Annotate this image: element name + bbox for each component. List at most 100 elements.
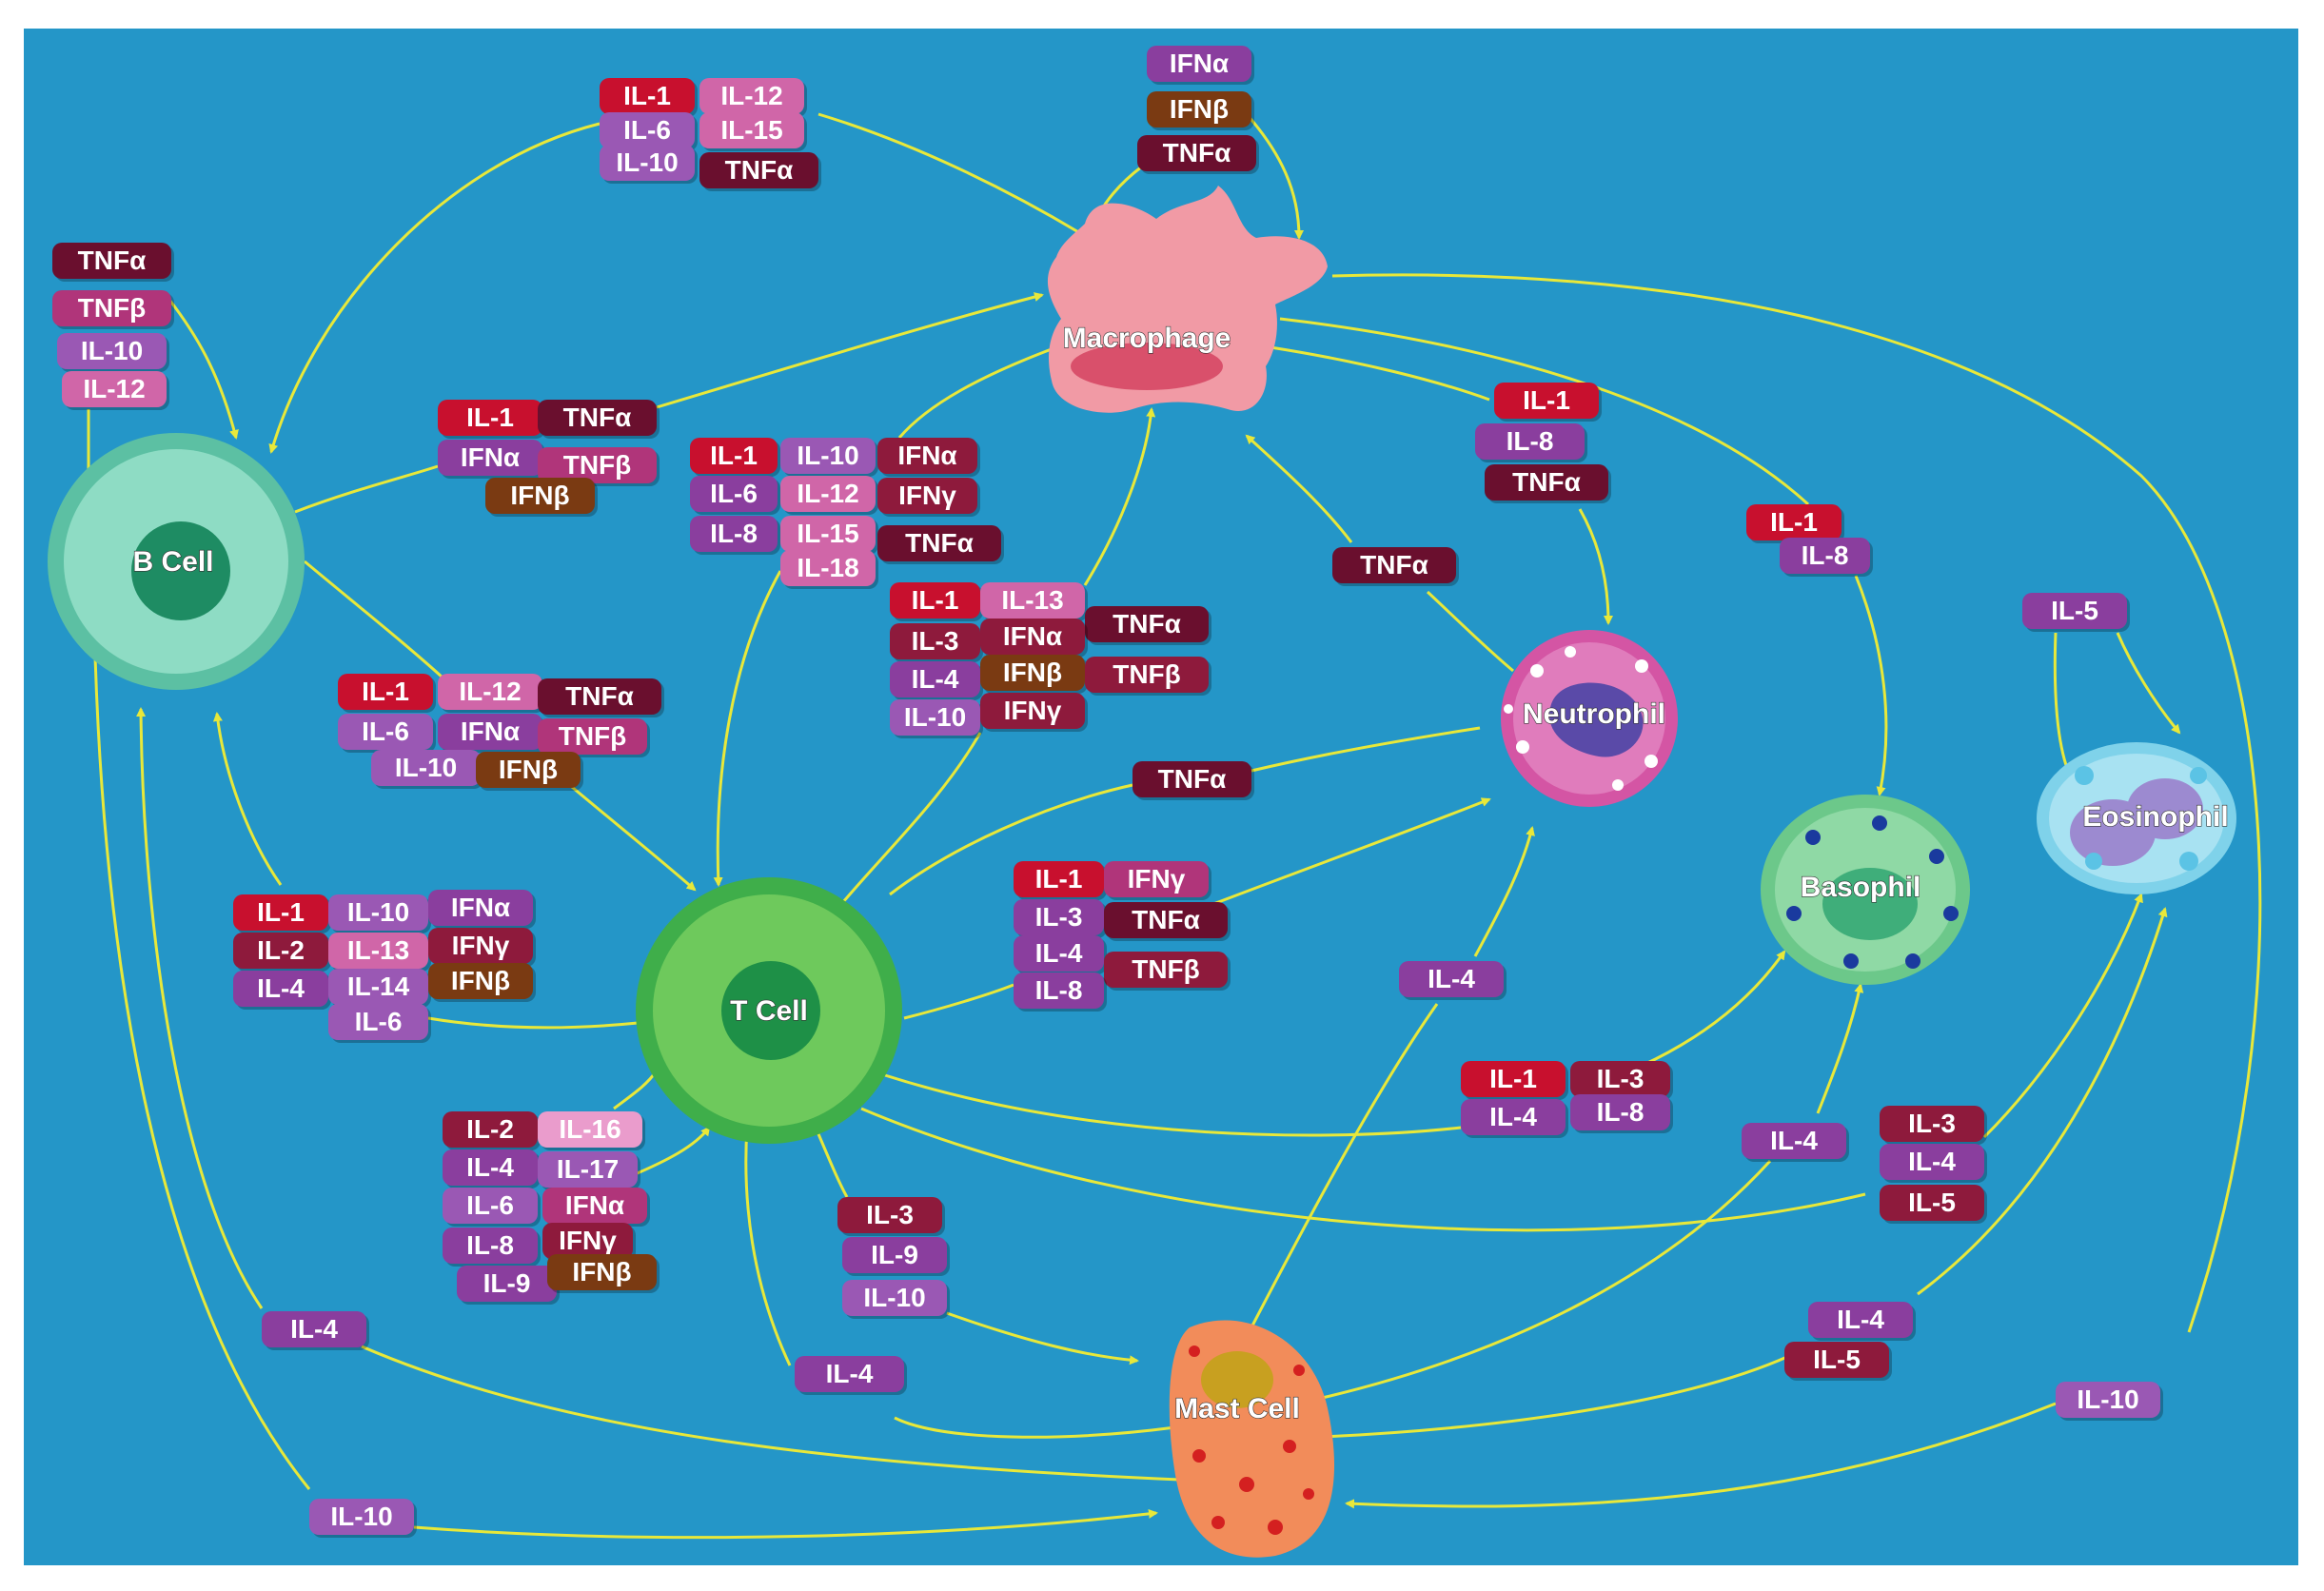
cytokine-chip: IL-10: [309, 1499, 417, 1538]
arrow: [413, 1508, 1158, 1540]
cytokine-label: IL-4: [826, 1359, 874, 1388]
arrow: [889, 783, 1133, 896]
arrow: [903, 983, 1014, 1020]
cytokine-label: IFNα: [565, 1190, 624, 1220]
cytokine-chip: IL-10: [2056, 1382, 2163, 1421]
arrow: [836, 732, 982, 910]
cytokine-label: IL-12: [83, 374, 145, 403]
b-cell-label: B Cell: [132, 546, 213, 578]
cytokine-group-g12: TNFα: [1132, 761, 1254, 800]
cytokine-group-g10: IL-1IL-8: [1746, 504, 1873, 577]
cytokine-chip: IL-8: [1780, 538, 1873, 577]
cytokine-label: IL-8: [1507, 426, 1554, 456]
cytokine-chip: IL-9: [842, 1237, 950, 1276]
cytokine-chip: IL-10: [842, 1280, 950, 1319]
cytokine-chip: IL-5: [2022, 593, 2130, 632]
cytokine-chip: TNFβ: [1085, 657, 1211, 696]
cytokine-label: IL-10: [2077, 1385, 2138, 1414]
cytokine-group-g11: IL-5: [2022, 593, 2130, 632]
cytokine-chip: IL-4: [1461, 1099, 1568, 1138]
cytokine-chip: IL-16: [538, 1111, 645, 1150]
cytokine-chip: IL-4: [1014, 935, 1107, 974]
cytokine-group-g21: IL-4: [1742, 1123, 1849, 1162]
cytokine-label: TNFα: [1163, 138, 1231, 167]
cytokine-label: IL-17: [557, 1154, 619, 1184]
cytokine-label: IL-4: [1489, 1102, 1537, 1131]
cytokine-chip: TNFα: [1132, 761, 1254, 800]
cytokine-chip: IL-1: [690, 438, 780, 477]
arrow: [1245, 434, 1353, 543]
cytokine-label: IL-1: [1489, 1064, 1537, 1093]
cytokine-label: TNFα: [1360, 550, 1428, 579]
cytokine-chip: IFNγ: [542, 1223, 636, 1262]
cytokine-label: IFNβ: [510, 481, 569, 510]
cytokine-chip: IL-15: [699, 112, 807, 151]
cytokine-label: IL-3: [1597, 1064, 1645, 1093]
cytokine-label: IL-3: [1035, 902, 1083, 932]
cytokine-label: IFNγ: [452, 931, 510, 960]
cytokine-label: IL-1: [1523, 385, 1570, 415]
arrow: [860, 1107, 1866, 1232]
cytokine-chip: TNFα: [1332, 547, 1459, 586]
cytokine-chip: IL-4: [443, 1149, 541, 1188]
cytokine-chip: IFNα: [980, 619, 1088, 658]
arrow: [93, 656, 311, 1490]
cytokine-label: TNFα: [725, 155, 794, 185]
arrow: [212, 712, 283, 886]
arrow: [897, 345, 1057, 439]
cytokine-label: IL-1: [1770, 507, 1818, 537]
cytokine-chip: IL-4: [795, 1356, 907, 1395]
cytokine-group-g9: TNFα: [1332, 547, 1459, 586]
cytokine-chip: IL-3: [1570, 1061, 1673, 1100]
cytokine-label: IL-13: [347, 935, 409, 965]
neutrophil-label: Neutrophil: [1523, 698, 1665, 730]
cytokine-label: IL-14: [347, 972, 410, 1001]
cytokine-chip: IL-1: [600, 78, 698, 117]
cytokine-chip: IL-1: [1461, 1061, 1568, 1100]
cytokine-chip: IL-5: [1880, 1185, 1987, 1224]
cytokine-chip: IL-6: [328, 1004, 431, 1043]
cytokine-group-g18: IL-3IL-9IL-10: [837, 1197, 950, 1319]
macrophage-label: Macrophage: [1063, 323, 1231, 354]
arrow: [304, 560, 444, 679]
cytokine-label: IL-8: [1035, 975, 1083, 1005]
cytokine-chip: IL-9: [457, 1266, 560, 1305]
cytokine-label: TNFβ: [1132, 954, 1200, 984]
cytokine-label: IL-10: [395, 753, 457, 782]
cytokine-label: IFNγ: [1128, 864, 1186, 894]
cytokine-chip: IFNβ: [428, 963, 536, 1002]
cytokine-label: IL-8: [1597, 1097, 1645, 1127]
cytokine-label: IL-1: [1035, 864, 1083, 894]
arrow: [817, 112, 1081, 235]
cytokine-group-g20: IL-3IL-4IL-5: [1880, 1106, 1987, 1224]
cytokine-chip: IFNβ: [980, 655, 1088, 694]
arrow: [613, 1070, 659, 1110]
cytokine-label: IL-1: [710, 441, 758, 470]
arrow: [1854, 575, 1888, 796]
cytokine-chip: IL-4: [1880, 1144, 1987, 1183]
cytokine-label: IL-12: [720, 81, 782, 110]
cytokine-chip: IL-17: [538, 1151, 640, 1190]
eosinophil-cell: Eosinophil: [2037, 742, 2236, 894]
cytokine-label: TNFα: [563, 403, 632, 432]
arrow: [1426, 590, 1514, 673]
cytokine-chip: TNFα: [1485, 464, 1611, 503]
cytokine-chip: IL-8: [1014, 972, 1107, 1012]
cytokine-label: IL-6: [710, 479, 758, 508]
cytokine-chip: TNFβ: [538, 718, 650, 757]
cytokine-label: IL-13: [1001, 585, 1063, 615]
cytokine-label: TNFα: [905, 528, 974, 558]
cytokine-label: IL-5: [1813, 1345, 1861, 1374]
cytokine-chip: IL-4: [1742, 1123, 1849, 1162]
cells-layer: Macrophage B Cell T Cell: [48, 186, 2236, 1558]
cytokine-chip: IFNβ: [547, 1254, 660, 1293]
cytokine-label: IFNγ: [1004, 696, 1062, 725]
arrow: [136, 707, 264, 1309]
cytokine-chip: IL-4: [1399, 961, 1507, 1000]
cytokine-chip: IL-12: [62, 371, 169, 410]
cytokine-chip: IL-4: [1808, 1302, 1916, 1341]
